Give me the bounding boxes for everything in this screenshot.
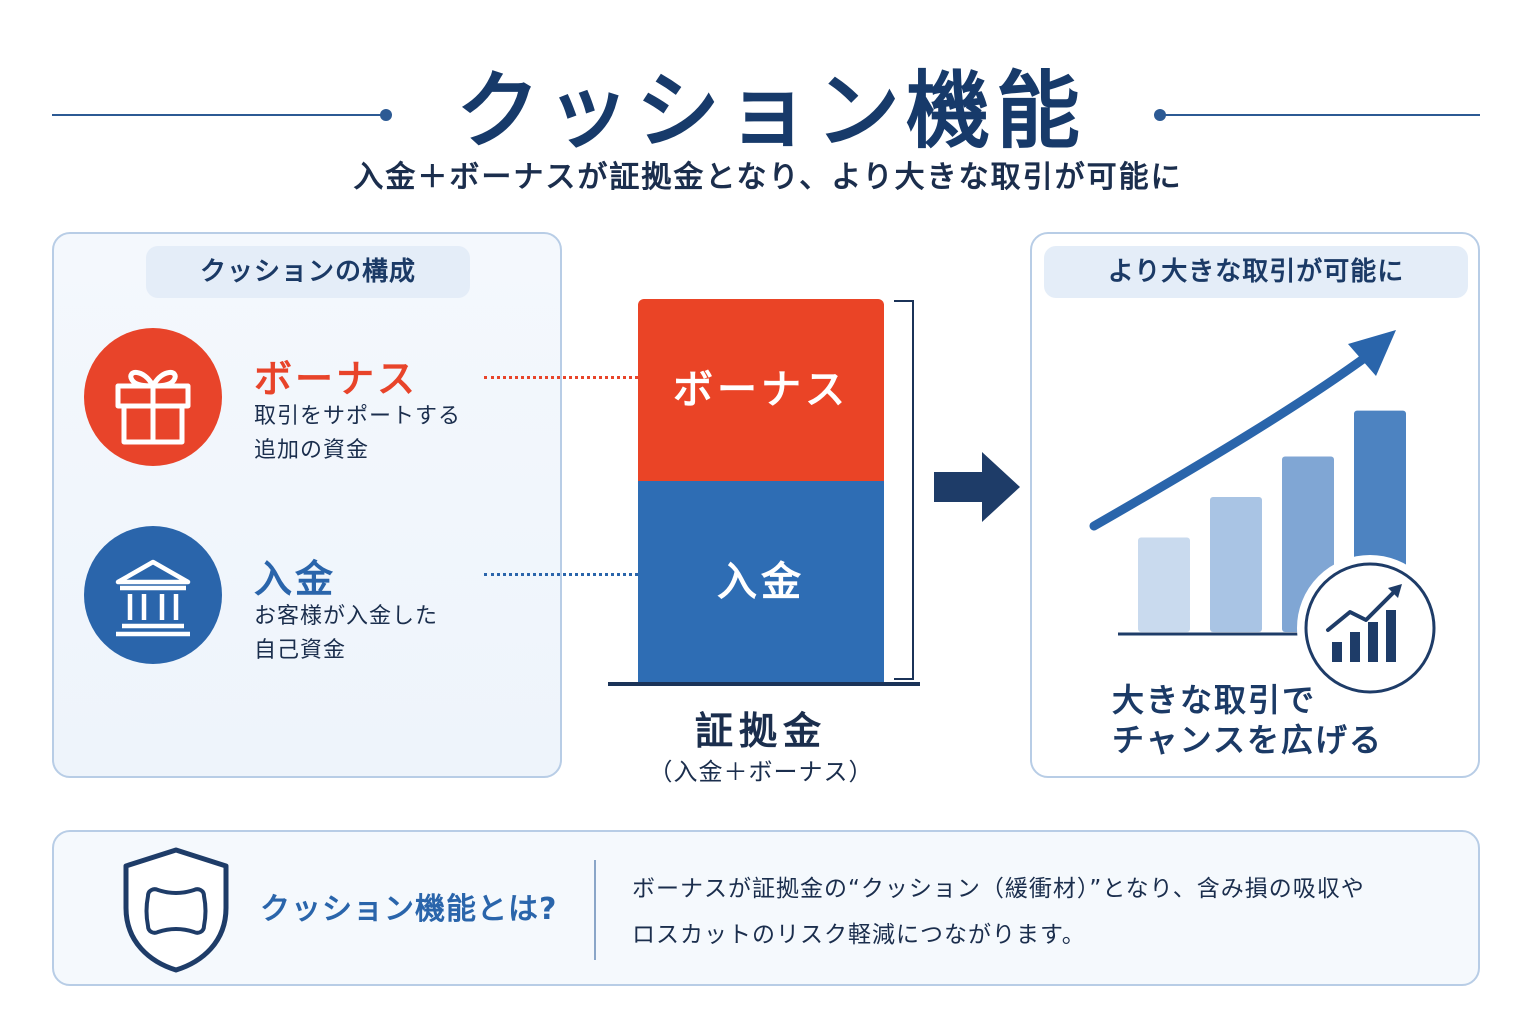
bonus-description: 取引をサポートする 追加の資金 — [254, 400, 514, 468]
stack-deposit-block: 入金 — [638, 481, 884, 683]
composition-panel: クッションの構成 ボーナス 取引をサポートする 追加の資金 — [52, 232, 562, 778]
page-title: クッション機能 — [455, 62, 1086, 160]
title-dot-left — [380, 109, 392, 121]
bank-icon — [84, 526, 222, 664]
definition-divider — [594, 860, 596, 960]
growth-chart-illustration — [1089, 330, 1443, 701]
title-line-left — [52, 114, 384, 116]
bonus-title: ボーナス — [254, 357, 419, 401]
stack-bracket — [894, 300, 914, 680]
shield-pillow-icon — [123, 847, 229, 973]
definition-text-line1: ボーナスが証拠金の“クッション（緩衝材）”となり、含み損の吸収や — [632, 876, 1365, 902]
growth-caption-line1: 大きな取引で — [1112, 681, 1317, 719]
definition-text: ボーナスが証拠金の“クッション（緩衝材）”となり、含み損の吸収や ロスカットのリ… — [632, 866, 1452, 958]
growth-caption-line2: チャンスを広げる — [1112, 721, 1384, 759]
deposit-connector — [484, 573, 638, 576]
title-line-right — [1162, 114, 1480, 116]
deposit-description: お客様が入金した 自己資金 — [254, 600, 514, 668]
stack-baseline — [608, 682, 920, 686]
bonus-desc-line1: 取引をサポートする — [254, 404, 462, 429]
arrow-right-icon — [934, 452, 1020, 522]
growth-arrowhead — [1348, 330, 1396, 376]
page-subtitle: 入金＋ボーナスが証拠金となり、より大きな取引が可能に — [353, 160, 1183, 195]
growth-trend-line — [1089, 349, 1375, 531]
composition-header: クッションの構成 — [146, 246, 470, 298]
gift-icon — [84, 328, 222, 466]
stack-bonus-block: ボーナス — [638, 299, 884, 481]
definition-text-line2: ロスカットのリスク軽減につながります。 — [632, 922, 1086, 948]
growth-panel: より大きな取引が可能に 大きな取引で チャンスを広げる — [1030, 232, 1480, 778]
definition-panel: クッション機能とは? ボーナスが証拠金の“クッション（緩衝材）”となり、含み損の… — [52, 830, 1480, 986]
bonus-connector — [484, 376, 638, 379]
growth-bar-2 — [1210, 497, 1262, 632]
deposit-title: 入金 — [254, 557, 337, 601]
title-row: クッション機能 — [0, 28, 1536, 160]
growth-bar-1 — [1138, 537, 1190, 632]
deposit-desc-line1: お客様が入金した — [254, 604, 439, 629]
definition-title: クッション機能とは? — [260, 892, 558, 927]
margin-label: 証拠金 — [694, 709, 827, 753]
growth-header: より大きな取引が可能に — [1044, 246, 1468, 298]
title-dot-right — [1154, 109, 1166, 121]
bonus-desc-line2: 追加の資金 — [254, 438, 370, 463]
deposit-desc-line2: 自己資金 — [254, 638, 347, 663]
margin-sublabel: （入金＋ボーナス） — [648, 758, 874, 786]
growth-caption: 大きな取引で チャンスを広げる — [1112, 680, 1442, 760]
trend-badge-icon — [1297, 555, 1443, 701]
